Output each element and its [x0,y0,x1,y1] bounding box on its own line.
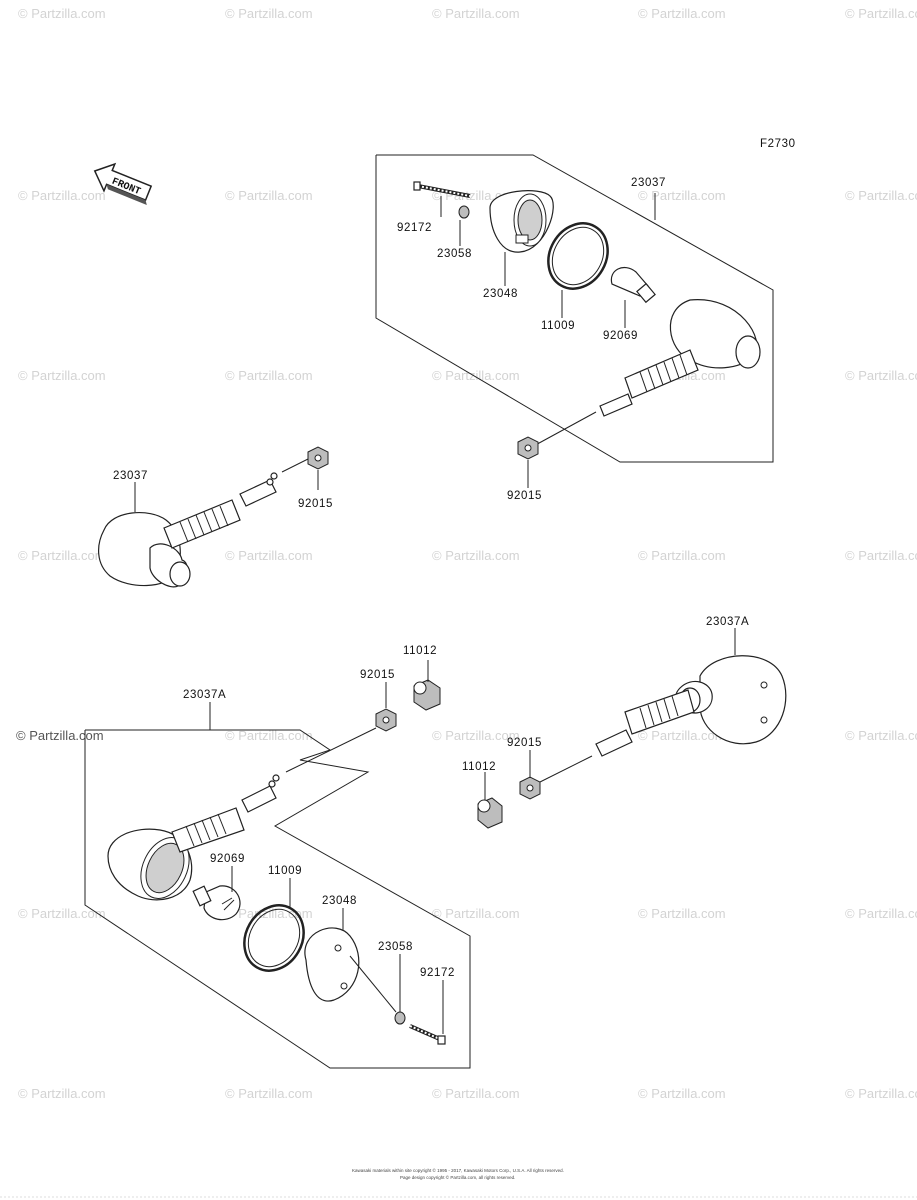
right-signal: 23037A 92015 11012 [462,616,787,829]
watermark: © Partzilla.com [432,906,520,921]
copyright-line-2: Page design copyright © Partzilla.com, a… [400,1174,515,1180]
watermark: © Partzilla.com [638,188,726,203]
callout-11012-right: 11012 [462,761,496,773]
watermark: © Partzilla.com [432,1086,520,1101]
watermark: © Partzilla.com [225,548,313,563]
watermark: © Partzilla.com [225,1086,313,1101]
watermark: © Partzilla.com [225,368,313,383]
callout-23058-bottom: 23058 [378,941,413,953]
top-assembly: 23037 92172 23058 23048 11009 92069 9201… [375,154,774,502]
watermark: © Partzilla.com [18,368,106,383]
bottom-bulb-part [192,885,241,921]
callout-23037: 23037 [631,177,666,189]
top-screw-part [413,181,471,198]
left-nut-part [307,446,329,470]
callout-23048-bottom: 23048 [322,895,357,907]
callout-92172: 92172 [397,222,432,234]
callout-23058: 23058 [437,248,472,260]
right-nut-part [519,776,541,800]
callout-11009-bottom: 11009 [268,865,302,877]
top-lens-part [489,190,554,253]
watermark: © Partzilla.com [18,1086,106,1101]
watermark: © Partzilla.com [432,6,520,21]
watermark: © Partzilla.com [638,906,726,921]
watermark: © Partzilla.com [638,728,726,743]
callout-92172-bottom: 92172 [420,967,455,979]
watermark: © Partzilla.com [638,548,726,563]
top-signal-body [599,299,761,417]
callout-92069: 92069 [603,330,638,342]
watermark: © Partzilla.com [845,188,917,203]
callout-23037-left: 23037 [113,470,148,482]
top-washer-part [458,205,470,219]
callout-92015-bottom: 92015 [360,669,395,681]
watermark: © Partzilla.com [18,548,106,563]
bottom-cushion-part [413,679,441,711]
watermark: © Partzilla.com [18,188,106,203]
bottom-signal-body [107,774,280,901]
watermark: © Partzilla.com [845,548,917,563]
figure-code: F2730 [760,138,796,150]
left-signal: 23037 92015 [98,446,333,588]
bottom-assembly: 23037A 92015 11012 92069 11009 23048 230… [84,645,471,1069]
watermark: © Partzilla.com [225,728,313,743]
right-signal-body [595,655,787,757]
callout-11012-bottom: 11012 [403,645,437,657]
bottom-gasket-part [243,904,305,972]
watermark: © Partzilla.com [18,6,106,21]
watermark: © Partzilla.com [18,906,106,921]
top-gasket-part [547,222,609,290]
watermark: © Partzilla.com [432,728,520,743]
callout-11009: 11009 [541,320,575,332]
top-leader [529,411,597,449]
callout-92015: 92015 [507,490,542,502]
copyright-line: Kawasaki materials within site copyright… [352,1167,564,1173]
watermark: © Partzilla.com [845,728,917,743]
watermark: © Partzilla.com [845,368,917,383]
watermark: © Partzilla.com [432,368,520,383]
left-signal-body [98,472,278,588]
callout-92015-right: 92015 [507,737,542,749]
callout-23037A-right: 23037A [706,616,749,628]
top-bulb-part [610,267,656,304]
watermark: © Partzilla.com [225,188,313,203]
right-cushion-part [477,797,503,829]
watermark: © Partzilla.com [638,1086,726,1101]
watermark-corner: © Partzilla.com [16,728,104,743]
watermark: © Partzilla.com [845,1086,917,1101]
watermark: © Partzilla.com [432,548,520,563]
watermark: © Partzilla.com [845,6,917,21]
bottom-nut-part [375,708,397,732]
watermark: © Partzilla.com [225,6,313,21]
callout-92015-left: 92015 [298,498,333,510]
bottom-screw-part [409,1024,446,1045]
bottom-washer-part [394,1011,406,1025]
callout-23048: 23048 [483,288,518,300]
callout-92069-bottom: 92069 [210,853,245,865]
bottom-lens-part [304,927,360,1002]
watermark: © Partzilla.com [845,906,917,921]
front-arrow-icon: FRONT [93,162,153,205]
top-nut-part [517,436,539,460]
watermark: © Partzilla.com [638,6,726,21]
callout-23037A-bottom: 23037A [183,689,226,701]
